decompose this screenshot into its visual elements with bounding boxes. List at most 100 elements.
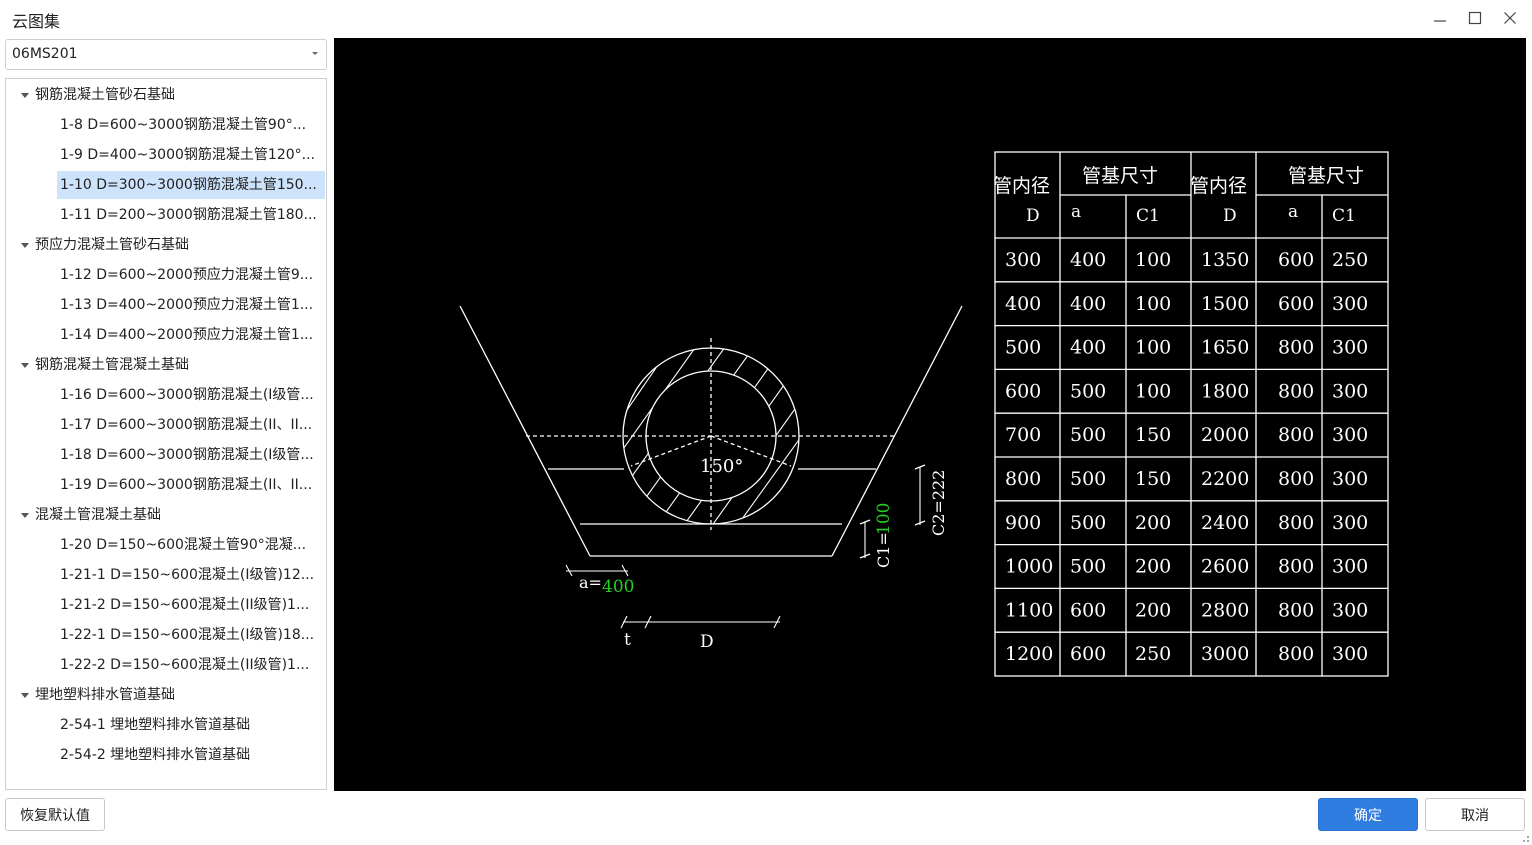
tree-item[interactable]: 1-13 D=400~2000预应力混凝土管1... bbox=[57, 291, 325, 319]
table-cell: 400 bbox=[1005, 293, 1041, 315]
table-cell: 600 bbox=[1005, 380, 1041, 402]
table-cell: 250 bbox=[1332, 249, 1368, 271]
chevron-down-icon[interactable] bbox=[21, 92, 29, 100]
table-cell: 800 bbox=[1278, 512, 1314, 534]
tree-group-label: 钢筋混凝土管混凝土基础 bbox=[35, 357, 189, 373]
tree-item[interactable]: 1-18 D=600~3000钢筋混凝土(I级管... bbox=[57, 441, 325, 469]
close-button[interactable] bbox=[1496, 4, 1524, 32]
chevron-down-icon[interactable] bbox=[21, 692, 29, 700]
table-cell: 500 bbox=[1070, 380, 1106, 402]
table-cell: 900 bbox=[1005, 512, 1041, 534]
table-cell: 300 bbox=[1332, 556, 1368, 578]
tree-item[interactable]: 1-17 D=600~3000钢筋混凝土(II、II... bbox=[57, 411, 325, 439]
table-cell: 250 bbox=[1135, 643, 1171, 665]
tree-item[interactable]: 1-21-2 D=150~600混凝土(II级管)1... bbox=[57, 591, 325, 619]
trench-left-wall bbox=[459, 305, 591, 557]
table-cell: 300 bbox=[1005, 249, 1041, 271]
window-title: 云图集 bbox=[12, 12, 61, 31]
chevron-down-icon[interactable] bbox=[21, 242, 29, 250]
table-sub-d-left: D bbox=[1026, 206, 1040, 226]
tree-item[interactable]: 1-20 D=150~600混凝土管90°混凝... bbox=[57, 531, 325, 559]
close-icon bbox=[1504, 12, 1516, 24]
tree-item[interactable]: 2-54-2 埋地塑料排水管道基础 bbox=[57, 741, 325, 769]
table-cell: 1650 bbox=[1201, 337, 1249, 359]
tree-item-label: 1-8 D=600~3000钢筋混凝土管90°... bbox=[60, 117, 307, 133]
maximize-button[interactable] bbox=[1461, 4, 1489, 32]
table-cell: 800 bbox=[1005, 468, 1041, 490]
table-cell: 150 bbox=[1135, 424, 1171, 446]
angle-ray-right bbox=[710, 435, 792, 467]
dim-c1-prefix: C1= bbox=[874, 532, 893, 568]
chevron-down-icon[interactable] bbox=[21, 362, 29, 370]
table-cell: 600 bbox=[1278, 293, 1314, 315]
pipe-foundation-drawing: 150° a= 400 t D C1= 100 C2=222 管内径 管基尺寸 … bbox=[459, 151, 1389, 677]
resize-grip-icon[interactable] bbox=[1520, 833, 1530, 843]
table-cell: 800 bbox=[1278, 337, 1314, 359]
minimize-icon bbox=[1434, 20, 1446, 22]
table-cell: 600 bbox=[1070, 643, 1106, 665]
table-cell: 800 bbox=[1278, 599, 1314, 621]
tree-item[interactable]: 1-8 D=600~3000钢筋混凝土管90°... bbox=[57, 111, 325, 139]
table-sub-a-left: a bbox=[1071, 202, 1081, 222]
table-cell: 300 bbox=[1332, 643, 1368, 665]
title-bar: 云图集 bbox=[0, 0, 1532, 36]
table-cell: 2000 bbox=[1201, 424, 1249, 446]
table-cell: 500 bbox=[1070, 556, 1106, 578]
tree-item-label: 1-19 D=600~3000钢筋混凝土(II、II... bbox=[60, 477, 313, 493]
table-cell: 100 bbox=[1135, 380, 1171, 402]
tree-group-label: 预应力混凝土管砂石基础 bbox=[35, 237, 189, 253]
table-cell: 400 bbox=[1070, 337, 1106, 359]
dim-c2-label: C2=222 bbox=[929, 470, 948, 536]
atlas-select[interactable]: 06MS201 bbox=[5, 39, 327, 70]
table-cell: 300 bbox=[1332, 512, 1368, 534]
table-header-base-size-right: 管基尺寸 bbox=[1288, 165, 1364, 187]
table-cell: 3000 bbox=[1201, 643, 1249, 665]
dim-t-label: t bbox=[624, 630, 631, 650]
tree-item-label: 1-14 D=400~2000预应力混凝土管1... bbox=[60, 327, 314, 343]
drawing-preview[interactable]: 150° a= 400 t D C1= 100 C2=222 管内径 管基尺寸 … bbox=[334, 38, 1526, 791]
tree-item[interactable]: 1-21-1 D=150~600混凝土(I级管)12... bbox=[57, 561, 325, 589]
tree-item[interactable]: 1-22-1 D=150~600混凝土(I级管)18... bbox=[57, 621, 325, 649]
table-cell: 500 bbox=[1070, 468, 1106, 490]
table-cell: 2600 bbox=[1201, 556, 1249, 578]
tree-item[interactable]: 1-11 D=200~3000钢筋混凝土管180... bbox=[57, 201, 325, 229]
tree-item-label: 1-18 D=600~3000钢筋混凝土(I级管... bbox=[60, 447, 314, 463]
table-cell: 100 bbox=[1135, 249, 1171, 271]
table-cell: 2800 bbox=[1201, 599, 1249, 621]
table-cell: 500 bbox=[1070, 512, 1106, 534]
ok-button[interactable]: 确定 bbox=[1318, 798, 1418, 831]
table-cell: 400 bbox=[1070, 249, 1106, 271]
chevron-down-icon[interactable] bbox=[21, 512, 29, 520]
table-sub-d-right: D bbox=[1223, 206, 1237, 226]
cancel-button[interactable]: 取消 bbox=[1425, 798, 1525, 831]
tree-item[interactable]: 1-14 D=400~2000预应力混凝土管1... bbox=[57, 321, 325, 349]
tree-item[interactable]: 1-16 D=600~3000钢筋混凝土(I级管... bbox=[57, 381, 325, 409]
tree-item-label: 1-11 D=200~3000钢筋混凝土管180... bbox=[60, 207, 317, 223]
tree-item[interactable]: 2-54-1 埋地塑料排水管道基础 bbox=[57, 711, 325, 739]
tree-item-label: 2-54-1 埋地塑料排水管道基础 bbox=[60, 717, 251, 733]
maximize-icon bbox=[1468, 11, 1482, 25]
tree-item-label: 1-22-1 D=150~600混凝土(I级管)18... bbox=[60, 627, 315, 643]
table-sub-c1-right: C1 bbox=[1332, 206, 1356, 226]
table-cell: 1000 bbox=[1005, 556, 1053, 578]
tree-item[interactable]: 1-22-2 D=150~600混凝土(II级管)1... bbox=[57, 651, 325, 679]
table-cell: 300 bbox=[1332, 293, 1368, 315]
tree-item-label: 1-20 D=150~600混凝土管90°混凝... bbox=[60, 537, 307, 553]
tree-item-label: 1-22-2 D=150~600混凝土(II级管)1... bbox=[60, 657, 310, 673]
table-header-pipe-dia-left: 管内径 bbox=[993, 175, 1050, 197]
reset-defaults-button[interactable]: 恢复默认值 bbox=[5, 798, 105, 831]
table-cell: 150 bbox=[1135, 468, 1171, 490]
tree-item[interactable]: 1-19 D=600~3000钢筋混凝土(II、II... bbox=[57, 471, 325, 499]
table-cell: 300 bbox=[1332, 424, 1368, 446]
table-cell: 1100 bbox=[1005, 599, 1053, 621]
minimize-button[interactable] bbox=[1426, 4, 1454, 32]
table-cell: 800 bbox=[1278, 556, 1314, 578]
tree-item-label: 1-10 D=300~3000钢筋混凝土管150... bbox=[60, 177, 317, 193]
tree-item[interactable]: 1-12 D=600~2000预应力混凝土管9... bbox=[57, 261, 325, 289]
table-cell: 1350 bbox=[1201, 249, 1249, 271]
tree-item-label: 1-16 D=600~3000钢筋混凝土(I级管... bbox=[60, 387, 314, 403]
tree-item[interactable]: 1-9 D=400~3000钢筋混凝土管120°... bbox=[57, 141, 325, 169]
tree-item[interactable]: 1-10 D=300~3000钢筋混凝土管150... bbox=[57, 171, 325, 199]
table-cell: 800 bbox=[1278, 380, 1314, 402]
